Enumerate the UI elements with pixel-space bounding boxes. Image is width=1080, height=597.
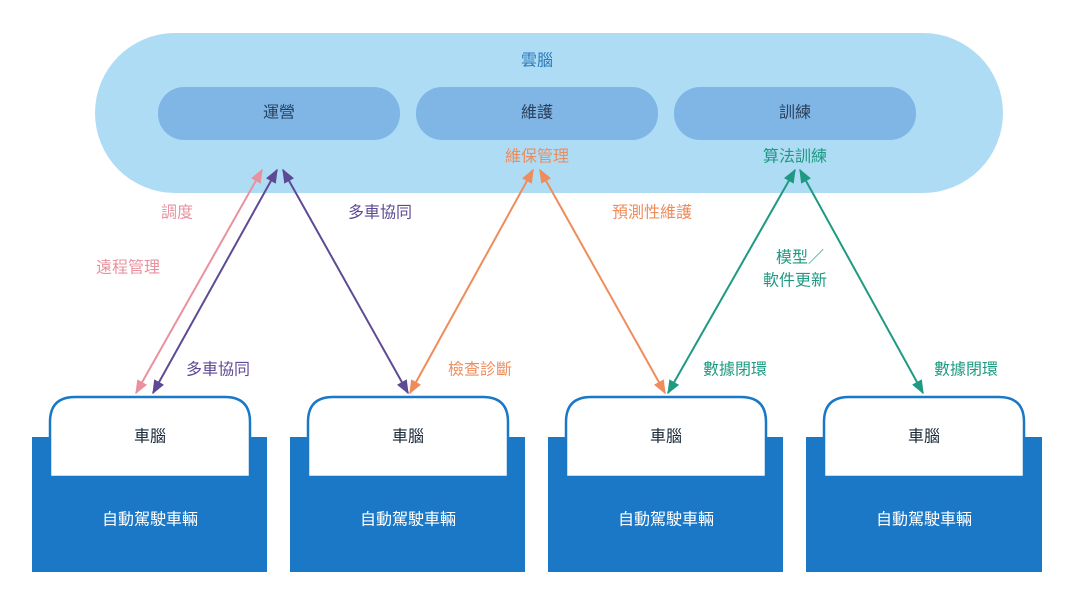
- maintenance-sub-label: 維保管理: [505, 147, 569, 166]
- vehicle-label: 自動駕駛車輛: [102, 510, 198, 529]
- car-brain-box: [48, 395, 252, 479]
- label-remote-management: 遠程管理: [96, 258, 160, 277]
- arrow-multi-car-1: [152, 168, 278, 395]
- car-brain-label: 車腦: [134, 427, 166, 446]
- label-predictive-maintenance: 預測性維護: [612, 203, 692, 222]
- module-maintenance: [416, 87, 658, 140]
- training-sub-label: 算法訓練: [763, 147, 827, 166]
- label-diagnosis: 檢查診斷: [448, 360, 512, 379]
- module-maintenance-label: 維護: [521, 103, 553, 122]
- arrow-data-loop-1: [667, 168, 796, 395]
- car-brain-box: [564, 395, 768, 479]
- vehicle-label: 自動駕駛車輛: [618, 510, 714, 529]
- car-brain-label: 車腦: [392, 427, 424, 446]
- vehicle-1: 車腦 自動駕駛車輛: [32, 395, 267, 572]
- car-brain-label: 車腦: [650, 427, 682, 446]
- module-operations-label: 運營: [263, 103, 295, 122]
- cloud-title: 雲腦: [521, 51, 553, 70]
- label-dispatch: 調度: [161, 203, 193, 222]
- vehicle-label: 自動駕駛車輛: [876, 510, 972, 529]
- arrow-multi-car-2: [282, 168, 409, 395]
- arrow-data-loop-2: [799, 168, 924, 395]
- label-model-update-line2: 軟件更新: [763, 271, 827, 290]
- module-training: [674, 87, 916, 140]
- vehicle-3: 車腦 自動駕駛車輛: [548, 395, 783, 572]
- vehicle-label: 自動駕駛車輛: [360, 510, 456, 529]
- cloud-brain: 雲腦 運營 維護 訓練 維保管理 算法訓練: [95, 33, 1003, 193]
- car-brain-box: [306, 395, 510, 479]
- label-model-update-line1: 模型／: [776, 248, 824, 267]
- module-training-label: 訓練: [779, 103, 811, 122]
- car-brain-box: [822, 395, 1026, 479]
- vehicle-2: 車腦 自動駕駛車輛: [290, 395, 525, 572]
- arrow-predictive: [539, 168, 666, 395]
- label-multi-car-bottom: 多車協同: [186, 360, 250, 379]
- vehicle-4: 車腦 自動駕駛車輛: [806, 395, 1042, 572]
- arrow-diagnosis: [409, 168, 534, 395]
- label-multi-car-top: 多車協同: [348, 203, 412, 222]
- label-data-loop-1: 數據閉環: [703, 360, 767, 379]
- label-data-loop-2: 數據閉環: [934, 360, 998, 379]
- module-operations: [158, 87, 400, 140]
- car-brain-label: 車腦: [908, 427, 940, 446]
